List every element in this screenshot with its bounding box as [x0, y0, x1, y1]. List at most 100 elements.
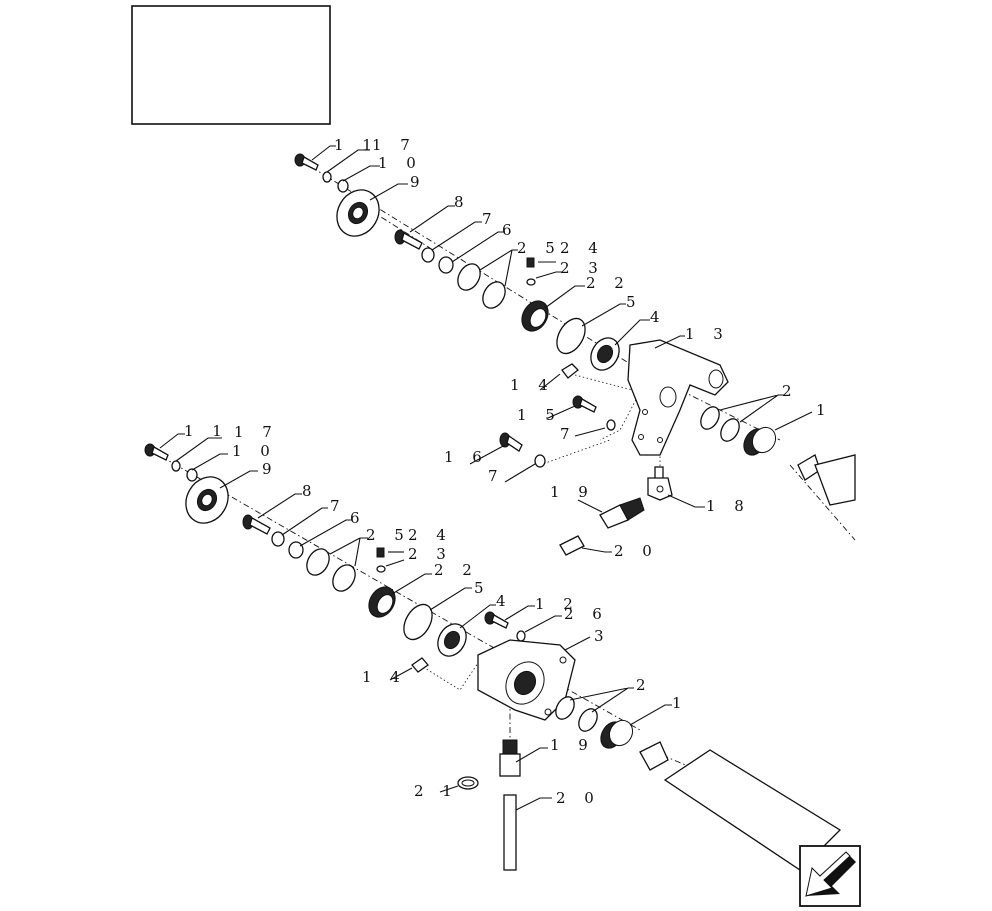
label-u-23: 2 3: [560, 259, 605, 277]
seal-1-upper: [743, 426, 777, 456]
ring-upper-a: [457, 263, 481, 291]
label-l-5: 5: [474, 579, 491, 597]
label-l-22: 2 2: [434, 561, 479, 579]
bearing-4-upper: [590, 337, 620, 371]
label-u-7b: 7: [560, 425, 577, 443]
ring-upper-b: [482, 281, 506, 309]
washer-17-upper: [322, 171, 332, 183]
upper-shaft-line: [789, 464, 856, 541]
washer-6-upper: [438, 256, 454, 274]
upper-centerline: [299, 159, 781, 441]
washer-7-upper: [421, 247, 435, 263]
bracket-13-upper: [627, 339, 729, 456]
circlip-5-upper: [556, 317, 586, 355]
washer-10-upper: [337, 179, 349, 193]
washer-23-lower: [376, 565, 386, 573]
lower-leaders: [159, 433, 672, 811]
label-u-20: 2 0: [614, 542, 659, 560]
seal-1-lower: [600, 719, 634, 749]
seal-ring-upper-a: [700, 406, 720, 430]
pin-14-upper: [561, 363, 579, 379]
upper-leaders: [311, 145, 813, 553]
cylinder-upper: [814, 454, 856, 506]
bushing-22-lower: [368, 586, 396, 618]
label-u-7: 7: [482, 210, 499, 228]
flange-9-upper: [336, 189, 380, 237]
label-u-13: 1 3: [685, 325, 730, 343]
label-u-17: 1 7: [372, 136, 417, 154]
pin-14-lower: [411, 657, 429, 673]
washer-26-lower: [516, 630, 526, 642]
cylinder-lower: [663, 749, 842, 871]
clamp-21-lower: [457, 776, 479, 790]
bearing-4-lower: [437, 623, 467, 657]
label-u-25: 2 5: [517, 239, 562, 257]
label-u-18: 1 8: [706, 497, 751, 515]
label-l-20: 2 0: [556, 789, 601, 807]
label-l-24: 2 4: [408, 526, 453, 544]
washer-6-lower: [288, 541, 304, 559]
label-u-14: 1 4: [510, 376, 555, 394]
bolt-8-upper: [394, 229, 423, 250]
label-u-4: 4: [650, 308, 667, 326]
washer-10-lower: [186, 468, 198, 482]
label-l-11: 1 1: [184, 422, 229, 440]
label-u-6: 6: [502, 221, 519, 239]
ring-lower-a: [306, 548, 330, 576]
label-u-9: 9: [410, 173, 427, 191]
upper-assembly: [294, 153, 856, 556]
shaft-end-lower: [639, 741, 669, 771]
label-l-2: 2: [636, 676, 653, 694]
upper-labels: 1 1 1 7 1 0 9 8 7 6 2 5 2 4 2 3 2 2 5 4 …: [334, 136, 826, 560]
label-u-5: 5: [626, 293, 643, 311]
bushing-22-upper: [521, 300, 549, 332]
bolt-12-lower: [484, 611, 509, 629]
reference-frame: [131, 5, 331, 125]
label-l-26: 2 6: [564, 605, 609, 623]
label-l-8: 8: [302, 482, 319, 500]
label-u-11: 1 1: [334, 136, 379, 154]
fitting-19-upper: [599, 497, 645, 529]
circlip-5-lower: [403, 603, 433, 641]
bolt-8-lower: [242, 514, 271, 535]
washer-17-lower: [171, 460, 181, 472]
label-l-12: 1 2: [535, 595, 580, 613]
label-l-17: 1 7: [234, 423, 279, 441]
label-u-16: 1 6: [444, 448, 489, 466]
label-u-2: 2: [782, 382, 799, 400]
label-l-6: 6: [350, 509, 367, 527]
label-l-25: 2 5: [366, 526, 411, 544]
label-l-7: 7: [330, 497, 347, 515]
label-u-19: 1 9: [550, 483, 595, 501]
label-l-14: 1 4: [362, 668, 407, 686]
washer-7-upper-b: [606, 419, 616, 431]
nipple-25-upper: [526, 257, 535, 268]
arrow-down-left-icon[interactable]: [799, 845, 861, 907]
washer-23-upper: [526, 278, 536, 286]
hose-20-upper: [559, 535, 585, 556]
lower-assembly: [144, 443, 842, 871]
label-u-24: 2 4: [560, 239, 605, 257]
label-l-3: 3: [594, 627, 611, 645]
label-l-10: 1 0: [232, 442, 277, 460]
lower-labels: 1 1 1 7 1 0 9 8 7 6 2 5 2 4 2 3 2 2 5 4 …: [184, 422, 682, 807]
label-l-4: 4: [496, 592, 513, 610]
label-u-22: 2 2: [586, 274, 631, 292]
fitting-19-lower: [499, 739, 521, 777]
flange-9-lower: [185, 476, 229, 524]
label-l-23: 2 3: [408, 545, 453, 563]
bolt-16-upper: [499, 432, 523, 452]
bolt-15-upper: [572, 395, 597, 413]
nipple-25-lower: [376, 547, 385, 558]
label-u-7c: 7: [488, 467, 505, 485]
bolt-11-lower: [144, 443, 169, 461]
label-l-9: 9: [262, 460, 279, 478]
lower-hidden-lines: [419, 659, 481, 691]
seal-ring-upper-b: [720, 418, 740, 442]
label-u-8: 8: [454, 193, 471, 211]
hose-20-lower: [503, 794, 517, 871]
lower-centerline: [149, 449, 641, 731]
ring-lower-b: [332, 564, 356, 592]
